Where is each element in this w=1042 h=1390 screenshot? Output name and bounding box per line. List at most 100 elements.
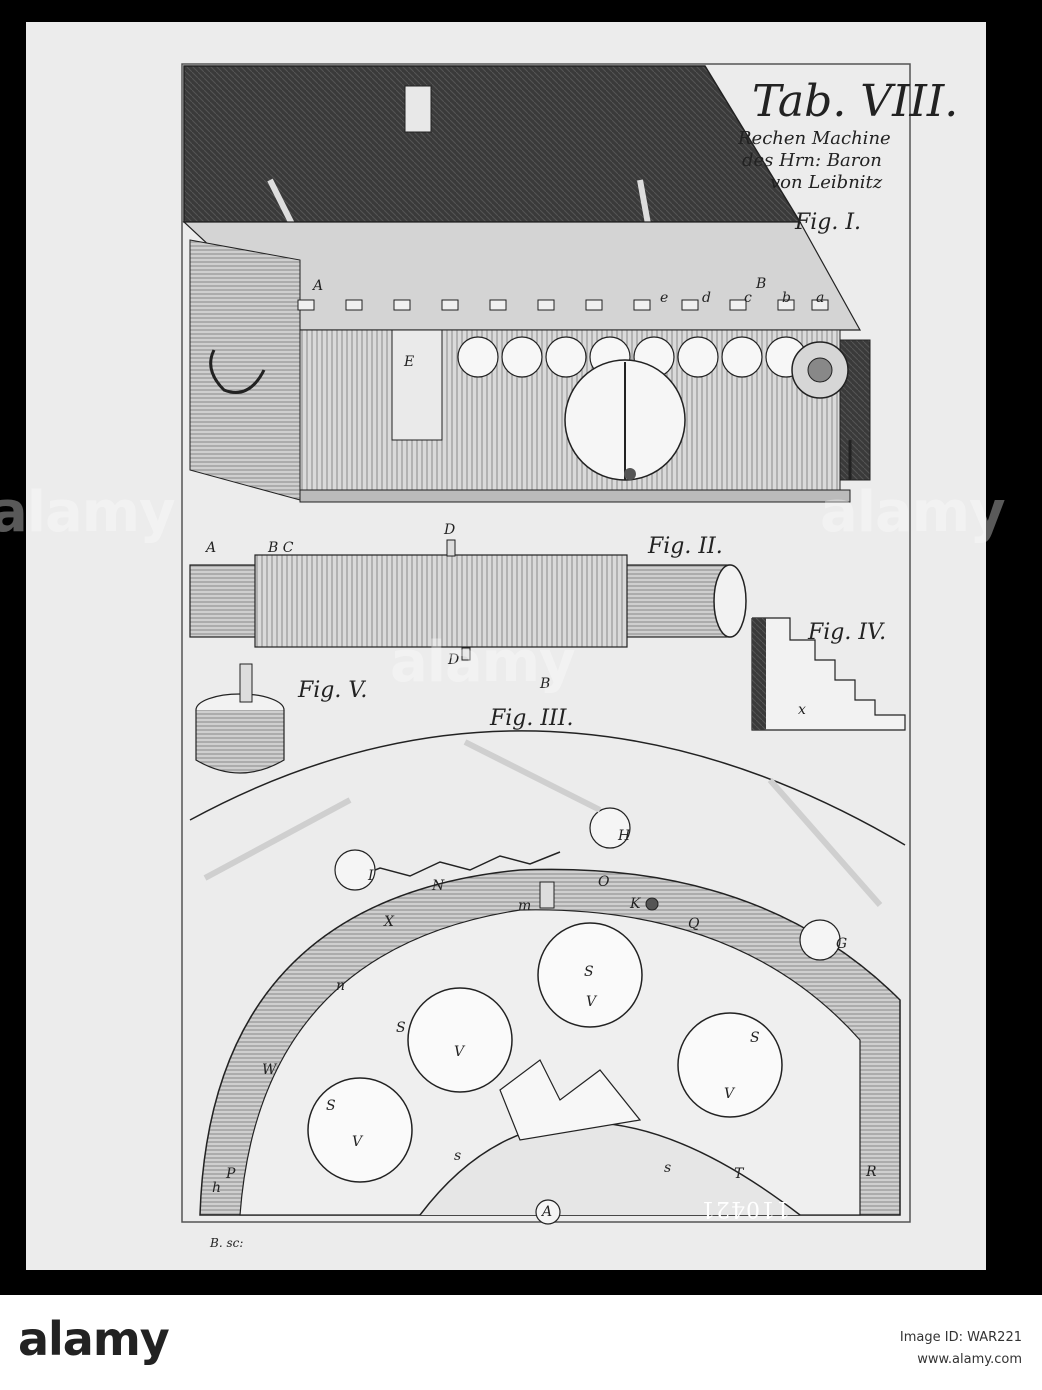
plate-subtitle-line-1: Rechen Machine <box>738 128 891 149</box>
fig3-label-N: N <box>432 878 445 894</box>
fig1-label-b: b <box>782 290 791 306</box>
gear-G <box>799 919 841 961</box>
lever-H <box>463 739 602 813</box>
fig1-label-c: c <box>744 290 752 306</box>
key-slot <box>811 299 829 311</box>
ring-tooth <box>239 663 253 703</box>
plate-subtitle-line-2: des Hrn: Baron <box>742 150 882 171</box>
gear-H <box>589 807 631 849</box>
fig3-label-s1: s <box>454 1148 462 1164</box>
lid-clasp <box>404 85 432 133</box>
fig2-label-D-top: D <box>444 522 456 538</box>
fig1-label-e: e <box>660 290 669 306</box>
result-dial <box>721 336 763 378</box>
gear-cutout <box>499 1059 642 1141</box>
result-dial <box>545 336 587 378</box>
fig3-label-P: P <box>226 1166 236 1182</box>
fig5-ring <box>195 663 285 774</box>
wheel-V4 <box>677 1012 783 1118</box>
staircase-scale <box>752 618 766 730</box>
fig3-label-V3: V <box>586 994 597 1010</box>
fig3-label-S1: S <box>326 1098 336 1114</box>
wheel-V3 <box>537 922 643 1028</box>
fig3-label-R: R <box>866 1164 877 1180</box>
fig3-label-T: T <box>734 1166 744 1182</box>
gear-I <box>334 849 376 891</box>
fig3-label-V2: V <box>454 1044 465 1060</box>
machine-left-panel <box>189 239 301 501</box>
fig3-label-B: B <box>540 676 551 692</box>
machine-base <box>299 489 851 503</box>
fig1-machine <box>182 65 871 503</box>
key-slot <box>345 299 363 311</box>
ring-body <box>195 710 285 774</box>
stepped-drum <box>254 554 628 648</box>
key-slot <box>633 299 651 311</box>
fig3-label-Q: Q <box>688 916 700 932</box>
fig1-label-B: B <box>756 276 767 292</box>
fig3-label-G: G <box>836 936 848 952</box>
fig3-label-h: h <box>212 1180 222 1196</box>
fig1-label-A: A <box>313 278 324 294</box>
fig3-label-s2: s <box>664 1160 672 1176</box>
key-slot <box>729 299 747 311</box>
key-slot <box>537 299 555 311</box>
engraving-drawing <box>181 63 911 1225</box>
pawl-m <box>539 881 555 909</box>
staircase-shape <box>751 617 906 731</box>
fig4-label-x: x <box>798 702 806 718</box>
fig2-label-D-bottom: D <box>448 652 460 668</box>
lever-G <box>767 778 883 907</box>
key-slot <box>393 299 411 311</box>
fig3-label-S3: S <box>584 964 594 980</box>
fig3-label-V1: V <box>352 1134 363 1150</box>
engraver-signature: B. sc: <box>210 1236 244 1250</box>
plate-title: Tab. VIII. <box>752 76 959 127</box>
counter-dial-hub <box>807 357 833 383</box>
fig3-label-X: X <box>384 914 394 930</box>
wheel-V2 <box>407 987 513 1093</box>
result-dial <box>677 336 719 378</box>
cylinder-end <box>713 564 747 638</box>
fig3-label-K: K <box>630 896 641 912</box>
fig2-label-BC: B C <box>268 540 294 556</box>
image-id: Image ID: WAR221 <box>899 1330 1022 1345</box>
handle <box>209 349 266 394</box>
fig3-label-A: A <box>542 1204 553 1220</box>
crank-knob <box>624 468 636 480</box>
fig4-staircase <box>751 617 906 731</box>
pin-D-top <box>446 539 456 557</box>
key-slot <box>585 299 603 311</box>
fig3-label-n: n <box>336 978 346 994</box>
fig2-caption: Fig. II. <box>648 534 723 559</box>
fig3-label-S4: S <box>750 1030 760 1046</box>
result-dial <box>501 336 543 378</box>
stock-footer <box>0 1295 1042 1390</box>
ratchet-teeth <box>349 851 561 881</box>
fig1-caption: Fig. I. <box>795 210 862 235</box>
pin-K <box>645 897 659 911</box>
fig1-label-E: E <box>404 354 415 370</box>
axle-A <box>535 1199 561 1225</box>
lever-I <box>203 797 352 881</box>
result-dials <box>457 336 807 378</box>
carriage-E <box>391 329 443 441</box>
fig2-cylinder <box>189 539 747 661</box>
site-url: www.alamy.com <box>917 1352 1022 1367</box>
outer-arc <box>189 730 906 846</box>
key-slot <box>681 299 699 311</box>
fig1-label-a: a <box>816 290 825 306</box>
fig3-caption: Fig. III. <box>490 706 574 731</box>
fig3-label-W: W <box>262 1062 277 1078</box>
inventory-number: 110421 <box>700 1196 790 1221</box>
fig3-label-V4: V <box>724 1086 735 1102</box>
key-slot <box>297 299 315 311</box>
fig1-label-d: d <box>702 290 711 306</box>
result-dial <box>457 336 499 378</box>
fig3-label-I: I <box>368 868 374 884</box>
alamy-logo: alamy <box>18 1312 170 1366</box>
fig3-label-H: H <box>618 828 631 844</box>
key-slot <box>777 299 795 311</box>
fig3-label-S2: S <box>396 1020 406 1036</box>
pin-D-bottom <box>461 647 471 661</box>
